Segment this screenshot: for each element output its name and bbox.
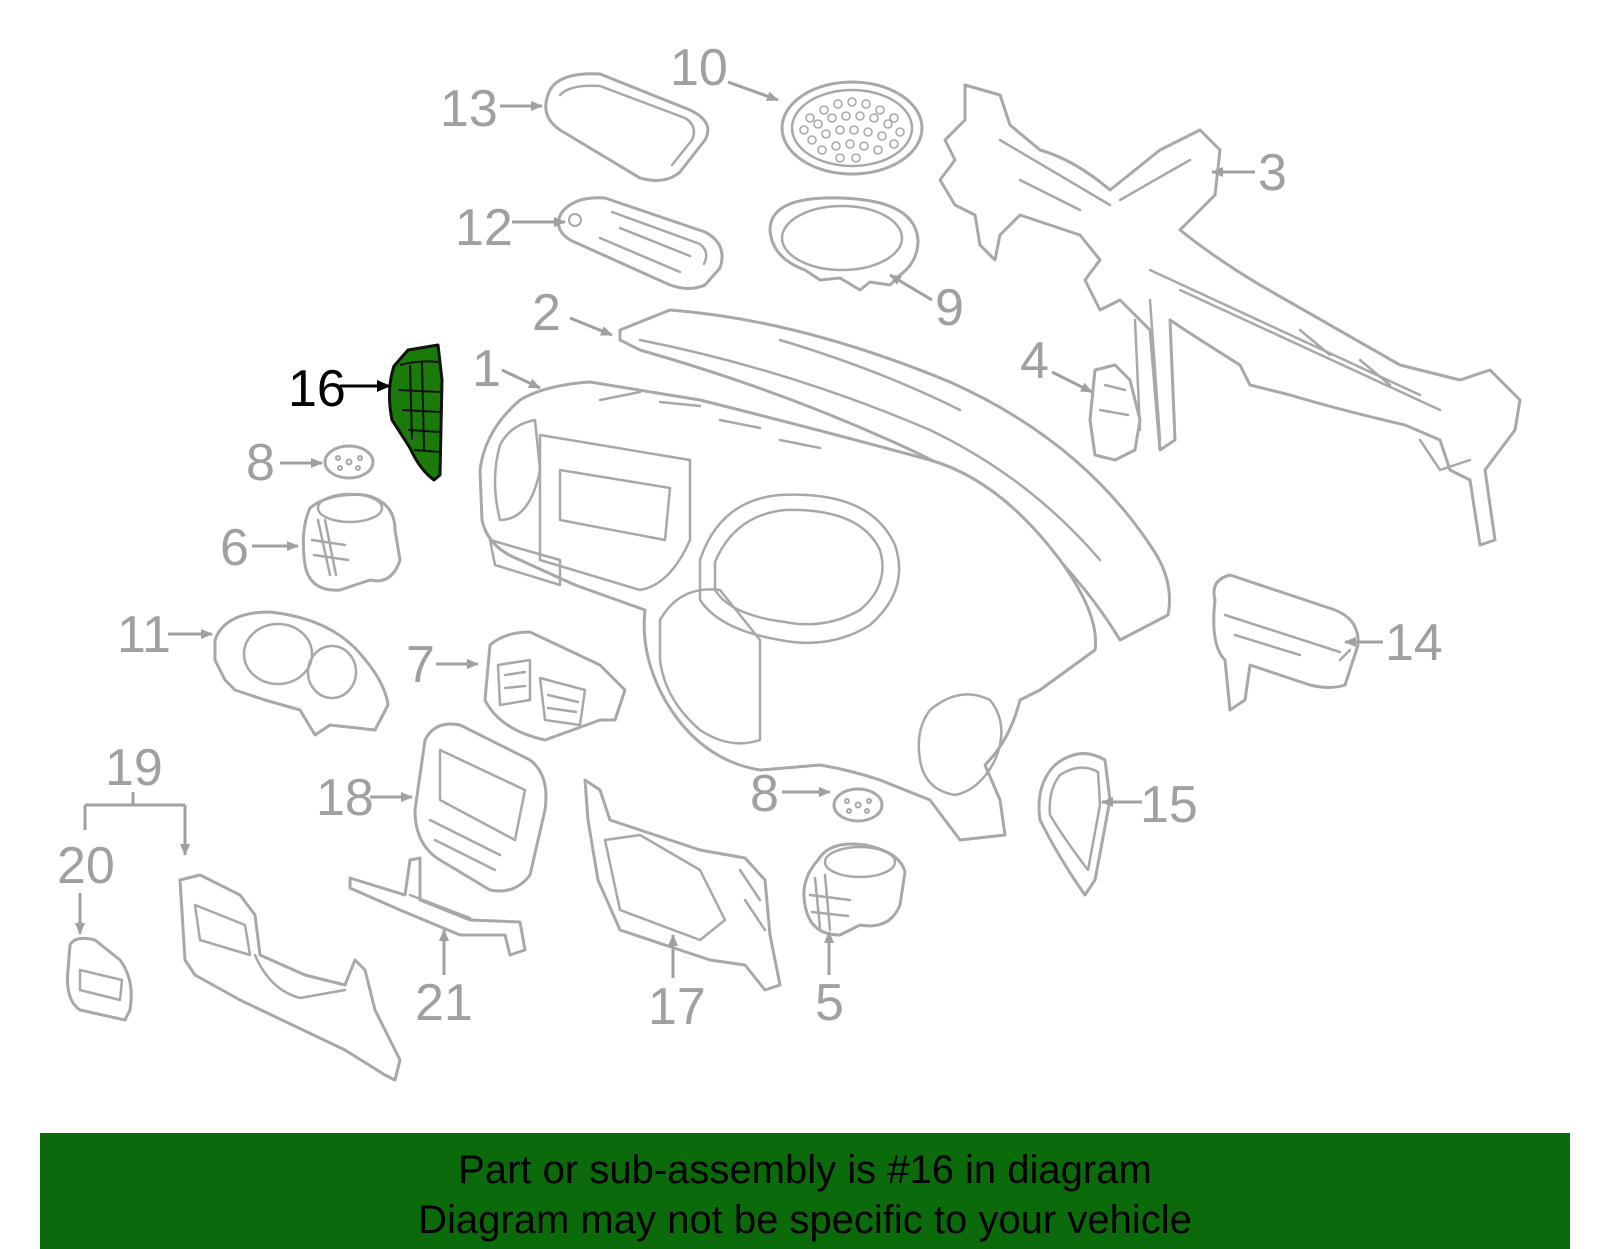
callout-15: 15 bbox=[1101, 776, 1198, 834]
callout-8-upper: 8 bbox=[246, 434, 323, 492]
banner-line-1: Part or sub-assembly is #16 in diagram bbox=[458, 1148, 1152, 1192]
callout-18: 18 bbox=[316, 769, 413, 827]
callout-2: 2 bbox=[532, 284, 613, 342]
svg-text:20: 20 bbox=[57, 837, 115, 895]
callout-9: 9 bbox=[889, 273, 964, 337]
parts-diagram: 13 10 3 12 9 2 1 4 16 8 6 11 bbox=[57, 39, 1522, 1082]
part-7 bbox=[483, 630, 627, 742]
svg-text:11: 11 bbox=[117, 606, 171, 664]
part-17 bbox=[583, 778, 782, 992]
part-1 bbox=[478, 380, 1098, 842]
callout-13: 13 bbox=[440, 80, 543, 138]
svg-text:1: 1 bbox=[472, 340, 501, 398]
svg-text:7: 7 bbox=[406, 636, 435, 694]
svg-text:12: 12 bbox=[455, 199, 513, 257]
info-banner: Part or sub-assembly is #16 in diagram D… bbox=[40, 1133, 1570, 1249]
callout-11: 11 bbox=[117, 606, 213, 664]
part-20 bbox=[66, 936, 133, 1022]
part-15 bbox=[1037, 752, 1112, 897]
svg-text:13: 13 bbox=[440, 80, 498, 138]
callout-12: 12 bbox=[455, 199, 566, 257]
svg-text:21: 21 bbox=[415, 974, 473, 1032]
callout-3: 3 bbox=[1211, 144, 1287, 202]
svg-text:15: 15 bbox=[1140, 776, 1198, 834]
callout-1: 1 bbox=[472, 340, 541, 398]
svg-text:6: 6 bbox=[220, 519, 249, 577]
part-13 bbox=[544, 72, 710, 182]
svg-text:17: 17 bbox=[648, 978, 706, 1036]
callout-14: 14 bbox=[1344, 614, 1443, 672]
svg-text:8: 8 bbox=[750, 765, 779, 823]
svg-text:16: 16 bbox=[288, 360, 346, 418]
part-2 bbox=[618, 308, 1172, 642]
part-12 bbox=[556, 196, 724, 290]
part-16 bbox=[387, 343, 444, 482]
callout-17: 17 bbox=[648, 934, 706, 1036]
part-10 bbox=[780, 80, 924, 176]
callout-4: 4 bbox=[1020, 332, 1093, 394]
svg-text:4: 4 bbox=[1020, 332, 1049, 390]
part-14 bbox=[1212, 573, 1360, 712]
part-18 bbox=[413, 722, 548, 893]
svg-text:2: 2 bbox=[532, 284, 561, 342]
part-8-lower bbox=[832, 787, 884, 823]
svg-text:8: 8 bbox=[246, 434, 275, 492]
callout-16: 16 bbox=[288, 360, 391, 418]
callout-6: 6 bbox=[220, 519, 299, 577]
callout-10: 10 bbox=[670, 39, 779, 102]
callout-21: 21 bbox=[415, 929, 473, 1032]
part-9 bbox=[768, 196, 920, 292]
svg-text:14: 14 bbox=[1385, 614, 1443, 672]
svg-text:18: 18 bbox=[316, 769, 374, 827]
part-19 bbox=[178, 873, 402, 1082]
callout-5: 5 bbox=[815, 931, 844, 1032]
part-4 bbox=[1088, 363, 1142, 462]
callout-20: 20 bbox=[57, 837, 115, 935]
part-21 bbox=[348, 856, 527, 957]
svg-text:9: 9 bbox=[935, 279, 964, 337]
svg-text:10: 10 bbox=[670, 39, 728, 97]
callout-19: 19 bbox=[83, 739, 190, 856]
callout-8-lower: 8 bbox=[750, 765, 831, 823]
part-6 bbox=[301, 492, 402, 592]
part-5 bbox=[802, 842, 907, 937]
callout-7: 7 bbox=[406, 636, 479, 694]
svg-text:3: 3 bbox=[1258, 144, 1287, 202]
banner-line-2: Diagram may not be specific to your vehi… bbox=[418, 1198, 1192, 1242]
part-8-upper bbox=[323, 444, 375, 480]
svg-text:5: 5 bbox=[815, 974, 844, 1032]
part-11 bbox=[213, 610, 390, 737]
svg-text:19: 19 bbox=[105, 739, 163, 797]
